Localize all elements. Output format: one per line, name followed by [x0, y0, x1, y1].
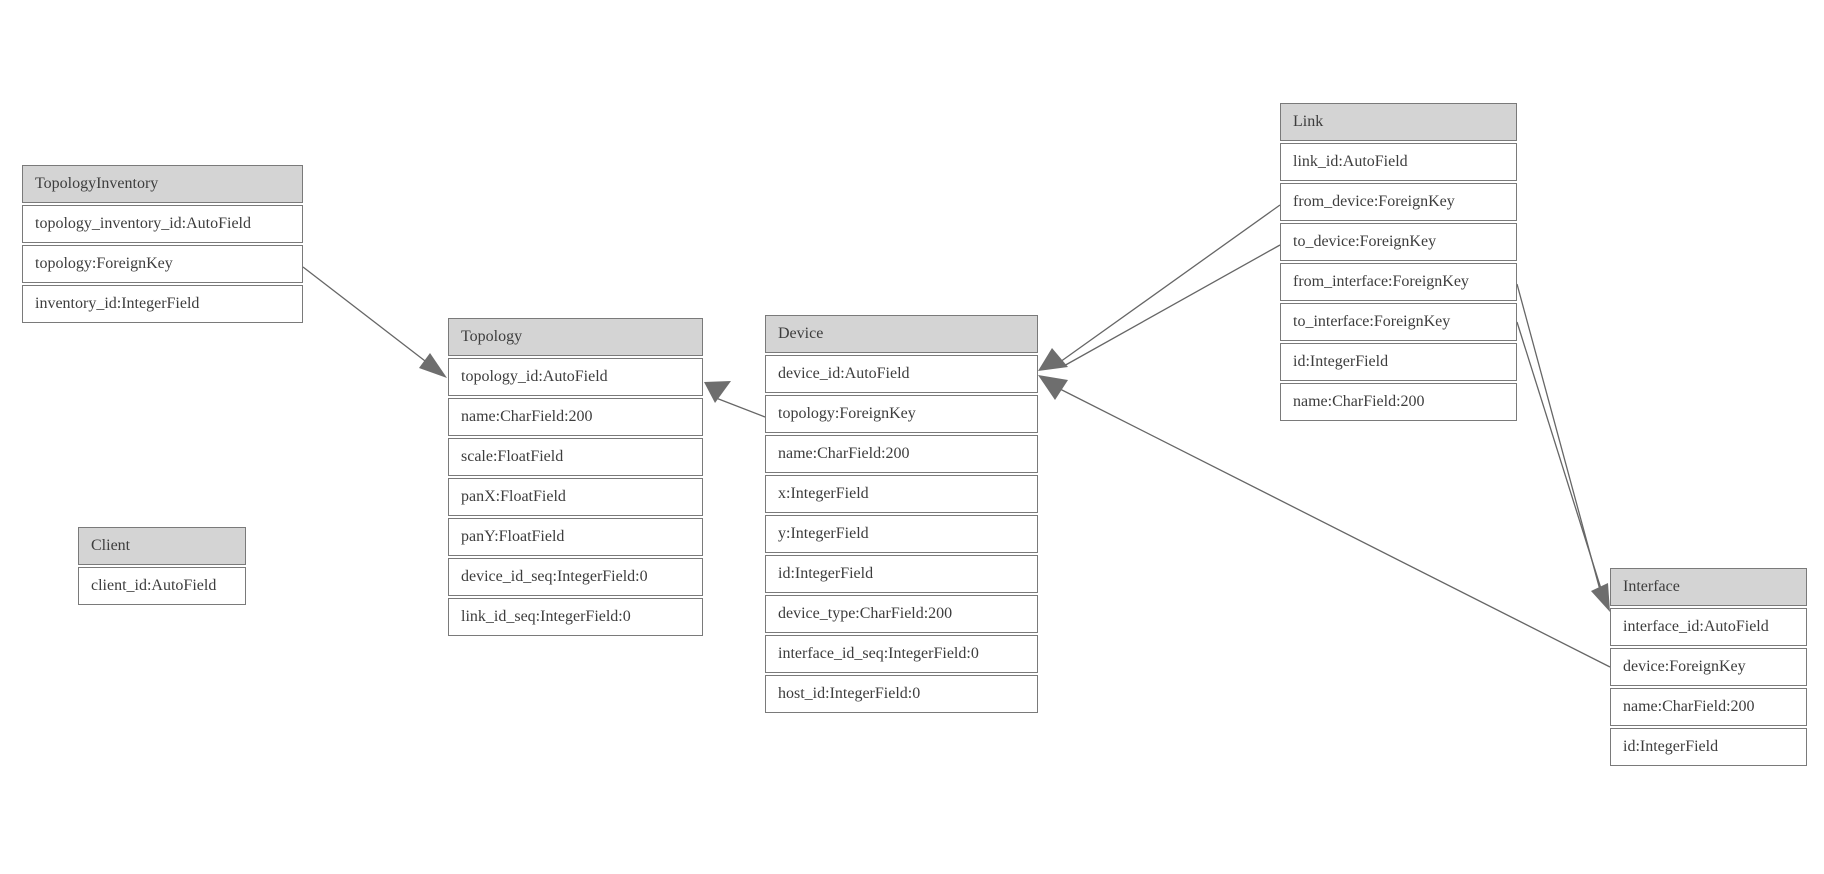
- table-row: name:CharField:200: [765, 435, 1038, 473]
- table-row: y:IntegerField: [765, 515, 1038, 553]
- table-device: Device device_id:AutoField topology:Fore…: [765, 315, 1038, 715]
- table-row: from_device:ForeignKey: [1280, 183, 1517, 221]
- table-row: name:CharField:200: [1610, 688, 1807, 726]
- edge-device-topology: [704, 381, 766, 418]
- table-link: Link link_id:AutoField from_device:Forei…: [1280, 103, 1517, 423]
- table-row: name:CharField:200: [448, 398, 703, 436]
- table-row: device_id_seq:IntegerField:0: [448, 558, 703, 596]
- table-header: Device: [765, 315, 1038, 353]
- table-row: link_id_seq:IntegerField:0: [448, 598, 703, 636]
- table-row: id:IntegerField: [1610, 728, 1807, 766]
- table-row: host_id:IntegerField:0: [765, 675, 1038, 713]
- table-row: panX:FloatField: [448, 478, 703, 516]
- table-row: from_interface:ForeignKey: [1280, 263, 1517, 301]
- edge-link-frominterface-interface: [1516, 283, 1601, 591]
- table-header: Topology: [448, 318, 703, 356]
- edge-link-tointerface-interface: [1516, 321, 1603, 593]
- table-header: TopologyInventory: [22, 165, 303, 203]
- edge-link-todevice-device: [1061, 244, 1281, 368]
- arrowhead-interface: [1591, 583, 1610, 612]
- table-row: x:IntegerField: [765, 475, 1038, 513]
- edge-topologyinventory-topology: [302, 266, 447, 378]
- arrowhead-device-lower: [1038, 375, 1068, 400]
- table-row: id:IntegerField: [765, 555, 1038, 593]
- table-row: device_id:AutoField: [765, 355, 1038, 393]
- table-row: name:CharField:200: [1280, 383, 1517, 421]
- table-row: client_id:AutoField: [78, 567, 246, 605]
- table-topologyinventory: TopologyInventory topology_inventory_id:…: [22, 165, 303, 325]
- table-row: scale:FloatField: [448, 438, 703, 476]
- table-header: Interface: [1610, 568, 1807, 606]
- table-row: topology_id:AutoField: [448, 358, 703, 396]
- table-row: inventory_id:IntegerField: [22, 285, 303, 323]
- table-row: interface_id:AutoField: [1610, 608, 1807, 646]
- edge-interface-device: [1059, 388, 1611, 668]
- table-topology: Topology topology_id:AutoField name:Char…: [448, 318, 703, 638]
- table-row: topology:ForeignKey: [765, 395, 1038, 433]
- table-row: interface_id_seq:IntegerField:0: [765, 635, 1038, 673]
- table-row: to_interface:ForeignKey: [1280, 303, 1517, 341]
- table-header: Client: [78, 527, 246, 565]
- edge-link-fromdevice-device: [1059, 204, 1281, 363]
- table-row: link_id:AutoField: [1280, 143, 1517, 181]
- table-header: Link: [1280, 103, 1517, 141]
- table-row: device_type:CharField:200: [765, 595, 1038, 633]
- table-client: Client client_id:AutoField: [78, 527, 246, 607]
- table-row: panY:FloatField: [448, 518, 703, 556]
- arrowhead-device-upper: [1038, 348, 1068, 371]
- table-interface: Interface interface_id:AutoField device:…: [1610, 568, 1807, 768]
- table-row: to_device:ForeignKey: [1280, 223, 1517, 261]
- table-row: device:ForeignKey: [1610, 648, 1807, 686]
- table-row: topology:ForeignKey: [22, 245, 303, 283]
- table-row: topology_inventory_id:AutoField: [22, 205, 303, 243]
- table-row: id:IntegerField: [1280, 343, 1517, 381]
